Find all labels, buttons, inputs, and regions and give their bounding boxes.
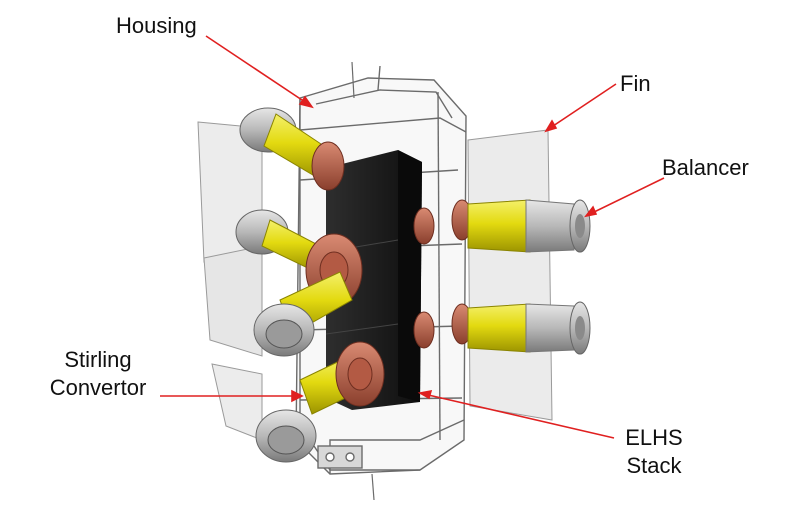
convertor-upper-right	[413, 199, 575, 253]
elhs-stack-label: ELHS Stack	[614, 424, 694, 480]
fin-right	[467, 129, 553, 421]
housing-leader-arrowhead	[298, 95, 314, 109]
elhs-label-line1: ELHS	[625, 425, 683, 450]
fin-leader-arrowhead	[544, 119, 558, 133]
fin-label: Fin	[620, 71, 651, 96]
balancer-leader-arrowhead	[584, 205, 598, 218]
stirling-leader-arrowhead	[291, 389, 304, 403]
balancer-leader	[589, 177, 665, 215]
leader-lines	[160, 35, 665, 439]
fin-leader	[549, 83, 617, 129]
housing-leader	[205, 35, 309, 105]
elhs-leader-arrowhead	[417, 389, 433, 400]
elhs-leader	[423, 393, 615, 439]
convertor-lower-left	[253, 271, 353, 357]
elhs-label-line2: Stack	[626, 453, 682, 478]
convertor-upper-left	[239, 107, 345, 191]
housing-label: Housing	[116, 13, 197, 38]
balancer-label: Balancer	[662, 155, 749, 180]
stirling-label-line1: Stirling	[64, 347, 132, 372]
stirling-convertor-label: Stirling Convertor	[40, 346, 156, 402]
balancer	[569, 199, 591, 253]
stirling-convertor	[255, 341, 385, 463]
stirling-label-line2: Convertor	[49, 375, 147, 400]
fin-left	[197, 121, 263, 441]
convertor-lower-right	[413, 301, 591, 355]
